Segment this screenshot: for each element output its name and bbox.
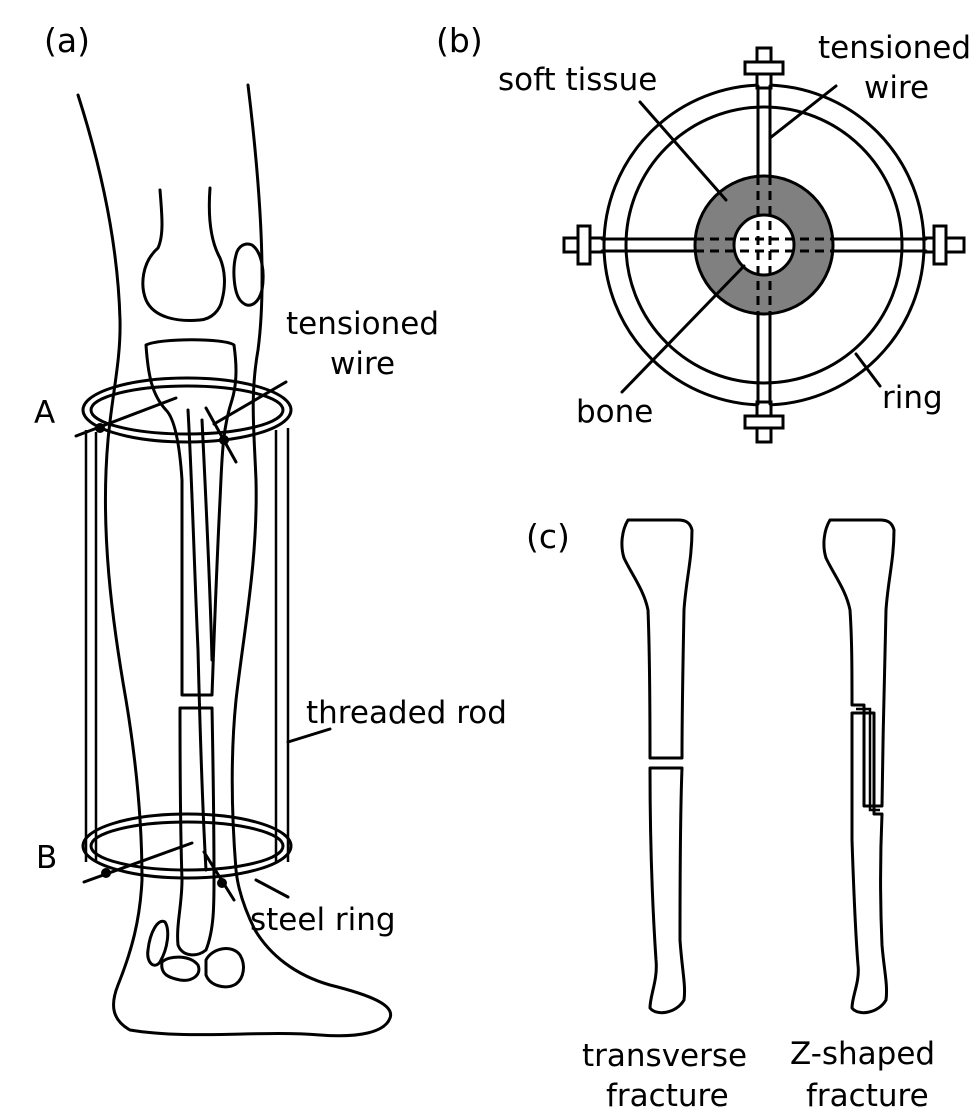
z-fracture-gap: [856, 707, 880, 812]
ring-b: [81, 812, 293, 902]
ring-a-wire-2: [204, 406, 238, 464]
ring-a: [74, 376, 293, 464]
label-a-tensioned: tensioned: [286, 306, 439, 342]
panel-a-label: (a): [44, 21, 90, 60]
talus: [204, 947, 245, 989]
panel-b-label: (b): [436, 21, 483, 60]
label-a-wire: wire: [330, 346, 395, 382]
label-bone: bone: [576, 394, 653, 430]
ring-b-outer: [81, 812, 293, 880]
tibia-distal: [176, 706, 216, 957]
leader-tensioned-wire-b: [768, 84, 838, 140]
leader-ring: [854, 352, 882, 388]
label-b-tensioned: tensioned: [818, 30, 971, 66]
ring-b-inner: [89, 820, 285, 872]
tibia-transverse-upper: [620, 518, 694, 760]
clamp-left-bar: [576, 224, 592, 266]
label-zshaped-fracture: fracture: [806, 1078, 929, 1114]
tarsal: [146, 919, 170, 967]
ring-b-bolt-left: [101, 868, 111, 878]
ring-a-bolt-left: [95, 423, 105, 433]
femur: [141, 186, 226, 322]
tibia-transverse-lower: [648, 766, 686, 1015]
ring-b-wire-2: [202, 850, 236, 902]
clamp-right-bar: [932, 224, 948, 266]
label-threaded-rod: threaded rod: [306, 695, 507, 731]
wire-clamps: [562, 46, 966, 444]
leg-left-contour: [76, 83, 393, 1038]
clamp-top-bar: [743, 60, 785, 76]
tibia-z-fracture: [822, 518, 896, 1015]
panel-a: (a): [34, 21, 507, 1038]
cross-wires: [624, 105, 904, 385]
patella: [232, 242, 265, 307]
label-ring-b: B: [36, 840, 57, 876]
leader-soft-tissue: [638, 100, 728, 202]
tibia-z-upper: [822, 518, 896, 808]
ring-b-bolt-right: [217, 878, 227, 888]
panel-b: (b): [436, 21, 971, 444]
ring-a-bolt-right: [219, 435, 229, 445]
label-zshaped: Z-shaped: [790, 1036, 935, 1072]
threaded-rods: [84, 428, 290, 862]
panel-c: (c) transverse fracture Z-shaped fractur…: [526, 517, 935, 1114]
leader-steel-ring: [254, 878, 290, 899]
bone-cross-section: [732, 213, 796, 277]
ring-inner: [624, 105, 904, 385]
label-ring-a: A: [34, 395, 55, 431]
tibia-transverse-fracture: [620, 518, 694, 1015]
label-soft-tissue: soft tissue: [498, 62, 657, 98]
label-steel-ring: steel ring: [250, 902, 396, 938]
label-b-wire: wire: [864, 70, 929, 106]
panel-c-label: (c): [526, 517, 570, 556]
calcaneus: [160, 955, 201, 982]
ring-a-outer: [81, 376, 293, 444]
label-transverse: transverse: [582, 1038, 747, 1074]
leader-tensioned-wire-a: [212, 380, 288, 426]
leader-bone: [620, 264, 746, 394]
tibia-z-lower: [850, 711, 888, 1015]
leader-threaded-rod: [286, 727, 332, 744]
clamp-bottom-bar: [743, 414, 785, 430]
label-transverse-fracture: fracture: [606, 1078, 729, 1114]
leg-outline: [76, 83, 393, 1038]
ring-a-wire-1: [74, 396, 178, 438]
fibula: [186, 408, 214, 872]
label-ring: ring: [882, 380, 943, 416]
tibia: [144, 338, 238, 697]
ring-a-inner: [89, 384, 285, 436]
